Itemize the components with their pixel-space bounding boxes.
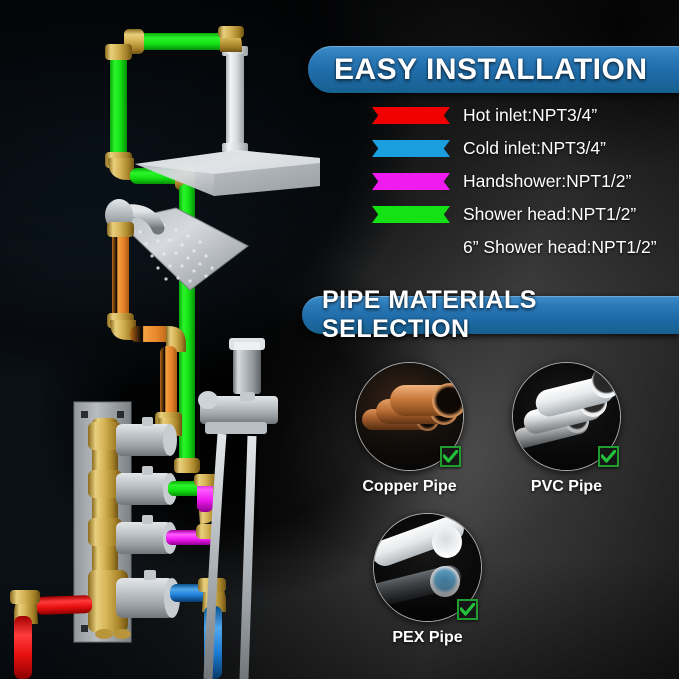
legend-swatch-cold-inlet — [372, 140, 450, 157]
orange-six-inch-feed-pipe — [107, 222, 186, 436]
material-card-copper: Copper Pipe — [355, 362, 464, 496]
legend-row-handshower: Handshower:NPT1/2” — [372, 165, 679, 198]
blue-cold-inlet-pipe — [170, 578, 226, 679]
pvc-approved-check-icon — [598, 446, 619, 467]
material-card-pex: PEX Pipe — [373, 513, 482, 647]
legend-label-six-inch-shower-head: 6” Shower head:NPT1/2” — [463, 237, 657, 257]
pipe-legend: Hot inlet:NPT3/4” Cold inlet:NPT3/4” Hands… — [372, 99, 679, 264]
legend-swatch-hot-inlet — [372, 107, 450, 124]
copper-approved-check-icon — [440, 446, 461, 467]
red-hot-inlet-pipe — [10, 590, 93, 679]
legend-row-hot-inlet: Hot inlet:NPT3/4” — [372, 99, 679, 132]
legend-swatch-shower-head — [372, 206, 450, 223]
top-green-pipe — [124, 26, 244, 54]
left-vertical-green-pipe — [105, 44, 134, 180]
pipe-materials-title: PIPE MATERIALS SELECTION — [322, 286, 537, 343]
legend-label-cold-inlet: Cold inlet:NPT3/4” — [463, 138, 606, 158]
material-card-pvc: PVC Pipe — [512, 362, 621, 496]
valve-handle — [116, 417, 177, 456]
pvc-pipe-photo — [512, 362, 621, 471]
legend-row-six-inch-shower-head: 6” Shower head:NPT1/2” — [372, 231, 679, 264]
handheld-bracket — [198, 391, 278, 434]
easy-installation-banner: EASY INSTALLATION — [308, 46, 679, 93]
pipe-materials-banner: PIPE MATERIALS SELECTION — [302, 286, 679, 343]
ceiling-mount-arm — [222, 46, 248, 152]
legend-swatch-six-inch-shower-head — [372, 239, 450, 256]
handheld-shower-wand — [229, 338, 265, 401]
legend-swatch-handshower — [372, 173, 450, 190]
pex-pipe-photo — [373, 513, 482, 622]
pex-approved-check-icon — [457, 599, 478, 620]
rain-shower-head — [135, 150, 320, 196]
pvc-pipe-label: PVC Pipe — [530, 478, 603, 495]
pex-pipe-label: PEX Pipe — [392, 629, 463, 646]
legend-label-hot-inlet: Hot inlet:NPT3/4” — [463, 105, 598, 125]
legend-row-shower-head: Shower head:NPT1/2” — [372, 198, 679, 231]
valve-handle — [116, 466, 177, 505]
legend-row-cold-inlet: Cold inlet:NPT3/4” — [372, 132, 679, 165]
easy-installation-title: EASY INSTALLATION — [334, 52, 648, 86]
valve-handles — [116, 417, 180, 618]
copper-pipe-label: Copper Pipe — [362, 478, 457, 495]
shower-hose — [203, 433, 257, 679]
thermostatic-valve-body — [88, 418, 131, 639]
legend-label-shower-head: Shower head:NPT1/2” — [463, 204, 637, 224]
shower-system-diagram — [10, 26, 320, 679]
legend-label-handshower: Handshower:NPT1/2” — [463, 171, 632, 191]
